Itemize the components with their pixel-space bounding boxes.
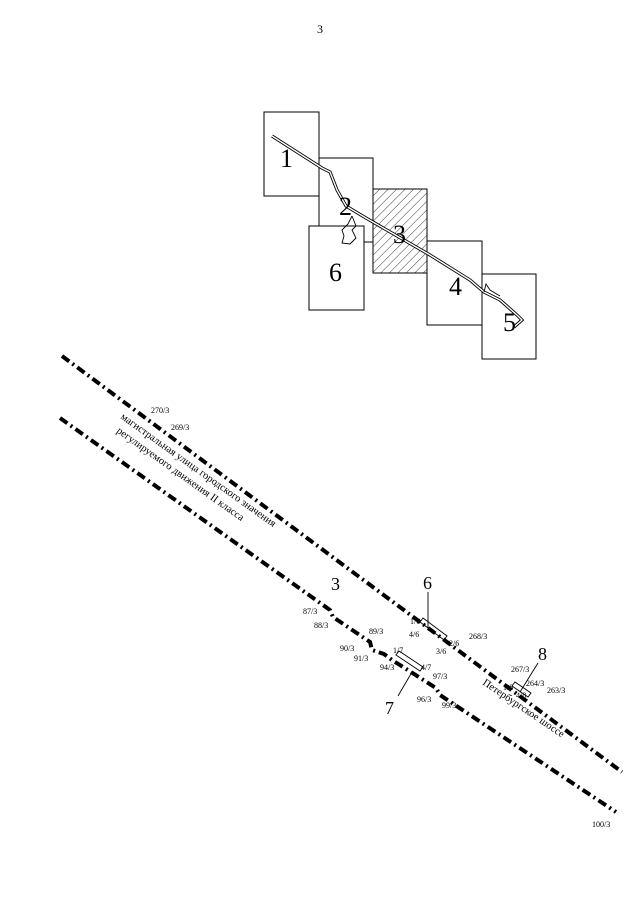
parcel-89-3: 89/3 [369, 627, 383, 636]
sheet-3-frame [372, 188, 428, 274]
parcel-87-3: 87/3 [303, 607, 317, 616]
parcel-270-3: 270/3 [151, 406, 169, 415]
section-6-outline [419, 617, 448, 641]
main-street-label-line2: регулируемого движения II класса [114, 425, 246, 523]
parcel-2-6: 2/6 [449, 639, 459, 648]
parcel-96-3: 96/3 [417, 695, 431, 704]
parcel-267-3: 267/3 [511, 665, 529, 674]
sheet-1-label: 1 [280, 144, 293, 173]
parcel-264-3: 264/3 [526, 679, 544, 688]
route-branch [341, 215, 357, 245]
route-line-inner [271, 135, 524, 328]
section-8-outline [511, 681, 532, 698]
section-3-label: 3 [331, 574, 340, 594]
sheet-5-label: 5 [503, 308, 516, 337]
parcel-4-8: 4/8 [516, 691, 526, 700]
page-number: 3 [317, 22, 323, 36]
parcel-88-3: 88/3 [314, 621, 328, 630]
main-street-label-line1: магистральная улица городского значения [118, 411, 278, 529]
parcel-97-3: 97/3 [433, 672, 447, 681]
route-bend [483, 282, 501, 297]
parcel-94-3: 94/3 [380, 663, 394, 672]
lower-red-line [58, 416, 618, 814]
parcel-1-7: 1/7 [393, 646, 403, 655]
parcel-99-3: 99/3 [442, 701, 456, 710]
section-7-leader [397, 671, 413, 697]
parcel-4-7: 4/7 [421, 663, 431, 672]
parcel-4-6: 4/6 [409, 630, 419, 639]
sheet-5-frame [481, 273, 537, 360]
parcel-91-3: 91/3 [354, 654, 368, 663]
sheet-3-label: 3 [393, 220, 406, 249]
detail-map: магистральная улица городского значения … [58, 354, 624, 829]
parcel-269-3: 269/3 [171, 423, 189, 432]
sheet-1-frame [263, 111, 320, 197]
parcel-1-8: 1/8 [503, 683, 513, 692]
section-7-label: 7 [385, 698, 394, 718]
parcel-263-3: 263/3 [547, 686, 565, 695]
sheet-4-label: 4 [449, 272, 462, 301]
sheet-6-label: 6 [329, 258, 342, 287]
parcel-268-3: 268/3 [469, 632, 487, 641]
sheet-2-label: 2 [339, 192, 352, 221]
section-6-label: 6 [423, 573, 432, 593]
section-7-outline [395, 650, 424, 672]
index-map: 1 2 3 4 5 6 [263, 111, 537, 360]
parcel-100-3: 100/3 [592, 820, 610, 829]
parcel-1-6: 1/6 [410, 617, 420, 626]
sheet-6-frame [308, 225, 365, 311]
parcel-3-6: 3/6 [436, 647, 446, 656]
upper-red-line [60, 354, 624, 774]
section-8-label: 8 [538, 644, 547, 664]
parcel-90-3: 90/3 [340, 644, 354, 653]
